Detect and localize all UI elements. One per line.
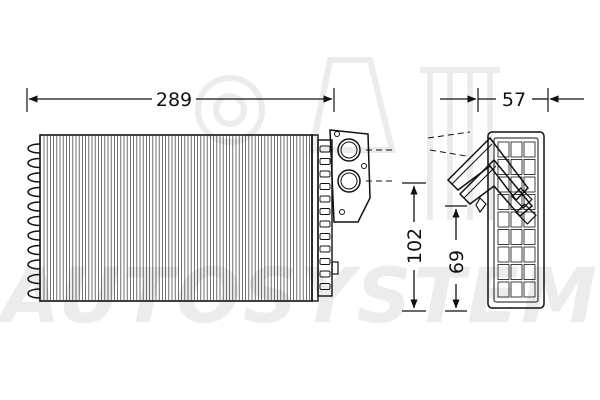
side-grid-cell [523, 159, 536, 175]
tube-hoop [27, 259, 41, 270]
pipe-end [511, 187, 533, 209]
side-grid-cell [510, 229, 523, 245]
pipe-end [515, 203, 537, 225]
tube-hoop [27, 186, 41, 198]
projection-line [427, 131, 471, 139]
tube-hoop [27, 288, 41, 299]
side-grid-cell [523, 281, 536, 298]
tank-slot [319, 245, 331, 253]
watermark-logo [195, 57, 500, 220]
tube-hoop [27, 273, 41, 285]
tube-hoop [27, 143, 41, 154]
projection-line [429, 149, 467, 157]
tank-slot [319, 195, 331, 203]
side-grid-cell [497, 211, 510, 228]
dimension-height-total: 102 [402, 182, 426, 312]
pipe-edge [451, 143, 493, 185]
side-grid-cell [510, 281, 523, 298]
dimension-depth-label: 57 [502, 89, 526, 111]
tank-slots [319, 145, 331, 290]
inlet-port [337, 138, 361, 162]
side-grid-cell [510, 211, 523, 228]
side-grid-cell [510, 141, 523, 158]
side-grid-cell [510, 176, 523, 193]
tank-slot [319, 145, 331, 153]
tank-slot [319, 283, 331, 290]
tube-hoop [27, 215, 41, 227]
outlet-port [337, 169, 361, 193]
side-grid-cell [523, 176, 536, 193]
right-tank [317, 139, 333, 297]
mounting-tab [331, 261, 339, 275]
side-body [487, 131, 545, 309]
side-grid-cell [523, 264, 536, 280]
dimension-height-core-label: 69 [446, 250, 468, 274]
tube-hoop [27, 157, 41, 169]
flange-bolt [361, 163, 367, 169]
tank-slot [319, 258, 331, 265]
tank-slot [319, 270, 331, 278]
side-grid-cell [510, 264, 523, 280]
side-grid-cell [497, 159, 510, 175]
tube-hoop [27, 172, 41, 183]
heater-core-front-view [27, 129, 392, 302]
side-grid-cell [497, 194, 510, 210]
dimension-height-total-label: 102 [404, 228, 426, 264]
side-grid-cell [523, 141, 536, 158]
left-tank-hoops [27, 143, 41, 299]
side-grid-cell [497, 281, 510, 298]
side-grid-cell [497, 246, 510, 263]
outlet-port-inner [340, 172, 358, 190]
watermark: AUTOSYSTEM [0, 57, 599, 340]
core-fins [43, 136, 310, 300]
side-body-inner [493, 137, 539, 303]
side-grid-cell [497, 229, 510, 245]
tube-hoop [27, 244, 41, 256]
side-clip [475, 197, 487, 214]
pipe-flange [329, 129, 371, 223]
tank-slot [319, 170, 331, 178]
dimension-depth: 57 [440, 88, 584, 112]
watermark-text: AUTOSYSTEM [0, 251, 599, 340]
flange-bolt [339, 209, 345, 215]
tank-slot [319, 158, 331, 165]
dimension-height-core: 69 [445, 205, 468, 312]
side-grid-cell [497, 176, 510, 193]
heater-core-side-view [427, 131, 545, 309]
tank-slot [319, 220, 331, 228]
tank-slot [319, 183, 331, 190]
inlet-port-inner [340, 141, 358, 159]
pipe-edge [463, 165, 497, 199]
tube-hoop [27, 230, 41, 241]
tank-slot [319, 208, 331, 215]
tank-slot [319, 233, 331, 240]
dimension-length-label: 289 [156, 89, 192, 111]
flange-bolt [334, 131, 340, 137]
side-grid-cell [523, 229, 536, 245]
side-grid-cell [510, 159, 523, 175]
side-grid-cell [510, 246, 523, 263]
side-grid-cell [523, 246, 536, 263]
side-grid-cell [510, 194, 523, 210]
side-grid-cell [523, 211, 536, 228]
tube-hoop [27, 201, 41, 212]
side-grid-cell [497, 264, 510, 280]
dimension-length: 289 [26, 88, 335, 112]
